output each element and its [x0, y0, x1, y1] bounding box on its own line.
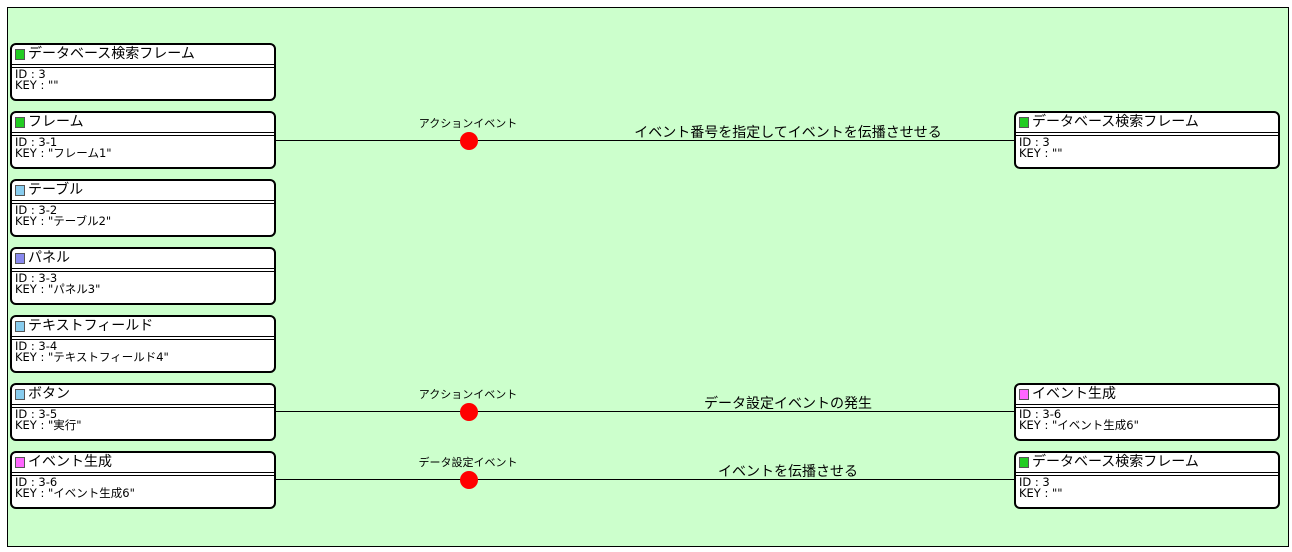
node-title: ボタン: [28, 386, 70, 402]
node-id: ID : 3: [1019, 135, 1050, 149]
node-title: フレーム: [28, 114, 84, 130]
lightblue-cube-icon: [15, 320, 25, 332]
action-label: イベントを伝播させる: [718, 464, 858, 480]
pink-cube-icon: [15, 456, 25, 468]
green-cube-icon: [15, 48, 25, 60]
node-key: KEY : "テキストフィールド4": [15, 350, 169, 364]
node-id: ID : 3-2: [15, 203, 58, 217]
node-title: パネル: [28, 250, 70, 266]
green-cube-icon: [1019, 456, 1029, 468]
node-id: ID : 3-6: [1019, 407, 1062, 421]
lightblue-cube-icon: [15, 388, 25, 400]
action-label: データ設定イベントの発生: [704, 396, 872, 412]
node-key: KEY : "": [1019, 146, 1063, 160]
event-label: アクションイベント: [418, 117, 518, 130]
connection-line: [276, 140, 1014, 141]
lightblue-cube-icon: [15, 184, 25, 196]
node-key: KEY : "": [1019, 486, 1063, 500]
node-id: ID : 3: [1019, 475, 1050, 489]
node-title: テキストフィールド: [28, 318, 154, 334]
event-node-dot[interactable]: [460, 471, 478, 489]
purple-cube-icon: [15, 252, 25, 264]
green-cube-icon: [1019, 116, 1029, 128]
connection-line: [276, 411, 1014, 412]
node-key: KEY : "フレーム1": [15, 146, 112, 160]
node-id: ID : 3: [15, 67, 46, 81]
event-node-dot[interactable]: [460, 132, 478, 150]
pink-cube-icon: [1019, 388, 1029, 400]
node-title: イベント生成: [1032, 386, 1116, 402]
event-label: データ設定イベント: [418, 456, 518, 469]
node-id: ID : 3-6: [15, 475, 58, 489]
node-id: ID : 3-4: [15, 339, 58, 353]
node-key: KEY : "実行": [15, 418, 82, 432]
green-cube-icon: [15, 116, 25, 128]
event-label: アクションイベント: [418, 388, 518, 401]
event-node-dot[interactable]: [460, 403, 478, 421]
node-key: KEY : "テーブル2": [15, 214, 112, 228]
action-label: イベント番号を指定してイベントを伝播させせる: [634, 125, 942, 141]
node-title: イベント生成: [28, 454, 112, 470]
node-id: ID : 3-1: [15, 135, 58, 149]
node-title: データベース検索フレーム: [1032, 454, 1199, 470]
node-key: KEY : "イベント生成6": [1019, 418, 1139, 432]
connection-line: [276, 479, 1014, 480]
node-title: テーブル: [28, 182, 84, 198]
node-key: KEY : "": [15, 78, 59, 92]
node-key: KEY : "パネル3": [15, 282, 101, 296]
node-title: データベース検索フレーム: [28, 46, 195, 62]
node-key: KEY : "イベント生成6": [15, 486, 135, 500]
node-id: ID : 3-5: [15, 407, 58, 421]
node-id: ID : 3-3: [15, 271, 58, 285]
node-title: データベース検索フレーム: [1032, 114, 1199, 130]
